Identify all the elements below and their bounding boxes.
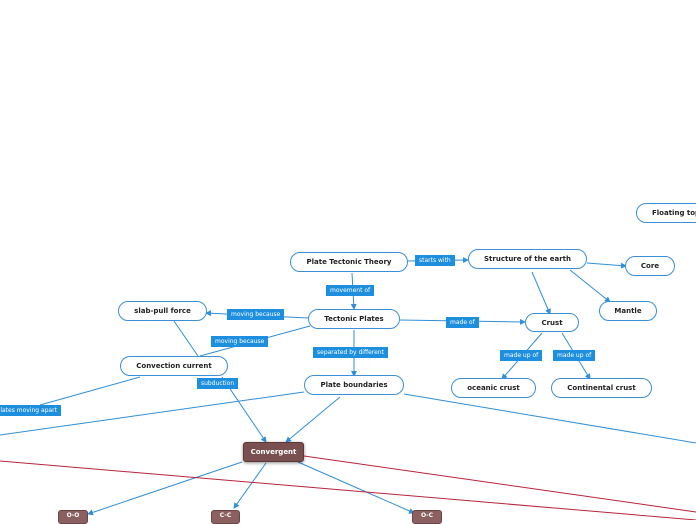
edge-convergent-oo	[87, 461, 243, 516]
node-c-c[interactable]: C-C	[211, 510, 240, 524]
label-plates-moving-apart: plates moving apart	[0, 405, 61, 416]
node-label: Mantle	[614, 307, 642, 315]
node-slab-pull-force[interactable]: slab-pull force	[118, 301, 207, 321]
node-mantle[interactable]: Mantle	[599, 301, 657, 321]
node-convergent[interactable]: Convergent	[243, 442, 304, 462]
node-core[interactable]: Core	[625, 256, 675, 276]
node-label: Tectonic Plates	[324, 315, 384, 323]
edge-convection-left	[39, 376, 141, 406]
node-label: Crust	[541, 318, 563, 327]
node-convection-current[interactable]: Convection current	[120, 356, 228, 376]
label-made-up-of-1: made up of	[500, 350, 543, 361]
label-separated-by-different: separated by different	[313, 347, 388, 358]
node-label: Continental crust	[567, 384, 636, 392]
node-label: O-C	[420, 512, 434, 519]
node-label: oceanic crust	[467, 384, 520, 392]
node-tectonic-plates[interactable]: Tectonic Plates	[308, 309, 400, 329]
node-label: O-O	[66, 512, 80, 519]
node-o-o[interactable]: O-O	[58, 510, 88, 524]
node-label: Core	[640, 262, 660, 270]
edge-structure-mantle	[569, 269, 611, 303]
label-made-of: made of	[446, 317, 479, 328]
label-made-up-of-2: made up of	[553, 350, 596, 361]
node-o-c[interactable]: O-C	[412, 510, 442, 524]
edge-convergent-cc	[233, 462, 267, 509]
node-label: Plate boundaries	[320, 381, 388, 389]
edge-boundaries-right	[403, 393, 696, 444]
node-label: Plate Tectonic Theory	[306, 258, 392, 266]
edge-structure-core	[586, 262, 627, 269]
edge-structure-crust	[531, 271, 551, 315]
node-oceanic-crust[interactable]: oceanic crust	[451, 378, 536, 398]
node-plate-tectonic-theory[interactable]: Plate Tectonic Theory	[290, 252, 408, 272]
edge-slab-convection	[173, 320, 199, 357]
node-floating-topic[interactable]: Floating topic	[636, 203, 696, 223]
node-plate-boundaries[interactable]: Plate boundaries	[304, 375, 404, 395]
label-moving-because-2: moving because	[211, 336, 269, 347]
node-crust[interactable]: Crust	[525, 313, 579, 332]
node-continental-crust[interactable]: Continental crust	[551, 378, 652, 398]
red-relation-line-1	[0, 460, 696, 520]
red-relation-line-2	[303, 455, 696, 513]
node-structure-of-earth[interactable]: Structure of the earth	[468, 249, 587, 269]
edge-boundaries-convergent	[285, 396, 341, 443]
label-subduction: subduction	[197, 378, 239, 389]
node-label: Convergent	[250, 448, 297, 456]
edge-boundaries-left	[0, 391, 305, 436]
node-label: C-C	[219, 512, 232, 519]
node-label: Convection current	[136, 362, 212, 370]
node-label: Structure of the earth	[484, 255, 571, 263]
label-starts-with: starts with	[415, 255, 455, 266]
label-movement-of: movement of	[326, 285, 375, 296]
edge-convergent-oc	[297, 461, 415, 514]
label-moving-because-1: moving because	[227, 309, 285, 320]
node-label: Floating topic	[652, 209, 696, 217]
node-label: slab-pull force	[134, 307, 191, 315]
